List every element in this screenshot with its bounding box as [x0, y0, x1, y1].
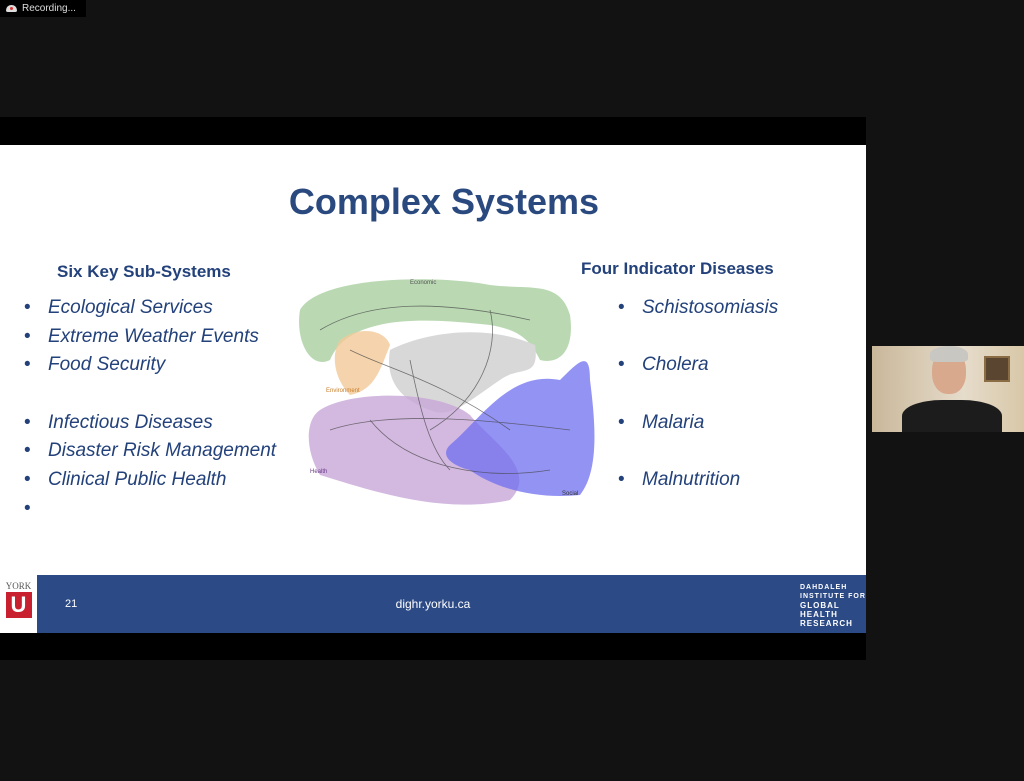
slide-footer: YORK U 21 dighr.yorku.ca DAHDALEH INSTIT… [0, 575, 866, 633]
subsystems-list: Ecological Services Extreme Weather Even… [24, 297, 276, 527]
economic-label: Economic [410, 280, 436, 286]
economic-region [299, 279, 571, 362]
right-heading: Four Indicator Diseases [581, 259, 774, 278]
participant-video[interactable] [872, 346, 1024, 432]
list-item: Clinical Public Health [24, 469, 276, 498]
health-label: Health [310, 469, 327, 475]
diseases-list: Schistosomiasis Cholera Malaria Malnutri… [618, 297, 778, 498]
list-item: Disaster Risk Management [24, 440, 276, 469]
environment-region [334, 330, 390, 395]
logo-line: HEALTH [800, 610, 838, 619]
core-region [389, 332, 536, 413]
logo-line: DAHDALEH [800, 584, 848, 591]
page-number: 21 [65, 598, 78, 610]
list-item: Malnutrition [618, 469, 778, 498]
recording-indicator[interactable]: Recording... [0, 0, 86, 17]
slide-title: Complex Systems [288, 181, 600, 222]
social-label: Social [562, 491, 578, 497]
environment-label: Environment [326, 388, 360, 394]
logo-line: INSTITUTE FOR [800, 593, 866, 600]
participant-body [902, 400, 1002, 432]
logo-line: RESEARCH [800, 619, 853, 628]
cloud-record-icon [6, 5, 17, 12]
list-item-empty [24, 498, 276, 527]
wall-picture [984, 356, 1010, 382]
footer-url: dighr.yorku.ca [395, 597, 471, 611]
social-region [446, 361, 595, 496]
slide: Complex Systems Six Key Sub-Systems Ecol… [0, 145, 866, 575]
list-item: Infectious Diseases [24, 412, 276, 441]
york-text: YORK [5, 581, 32, 591]
shared-screen: Complex Systems Six Key Sub-Systems Ecol… [0, 117, 866, 660]
list-item: Malaria [618, 412, 778, 441]
list-item: Extreme Weather Events [24, 326, 276, 355]
dahdaleh-logo: DAHDALEH INSTITUTE FOR GLOBAL HEALTH RES… [800, 583, 866, 628]
list-item: Ecological Services [24, 297, 276, 326]
participant-hair [930, 346, 968, 362]
york-university-logo: YORK U [0, 575, 37, 633]
recording-label: Recording... [22, 3, 76, 14]
left-heading: Six Key Sub-Systems [57, 262, 231, 281]
york-u: U [5, 592, 32, 618]
logo-line: GLOBAL [800, 601, 840, 610]
complex-systems-diagram: Economic Environment Health Social [299, 279, 595, 505]
list-item: Cholera [618, 354, 778, 383]
list-item: Schistosomiasis [618, 297, 778, 326]
list-item: Food Security [24, 354, 276, 383]
